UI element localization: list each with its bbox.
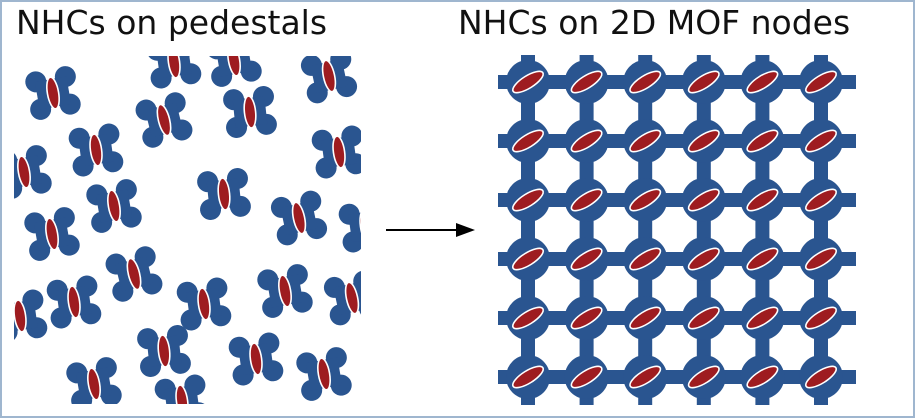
pedestal-icon: [135, 92, 193, 148]
pedestal-icon: [257, 264, 313, 318]
nhc-ellipse: [804, 247, 838, 271]
nhc-ellipse: [804, 365, 838, 389]
pedestal-icon: [14, 289, 48, 343]
nhc-ellipse: [45, 217, 59, 251]
nhc-ellipse: [87, 367, 101, 401]
nhc-ellipse: [804, 129, 838, 153]
mof-linker-vertical: [579, 55, 594, 405]
nhc-ellipse: [107, 189, 121, 223]
nhc-ellipse: [14, 299, 27, 333]
pedestal-icon: [105, 246, 163, 302]
nhc-ellipse: [67, 285, 81, 319]
pedestal-icon: [66, 357, 122, 404]
nhc-ellipse: [511, 129, 545, 153]
nhc-ellipse: [804, 188, 838, 212]
nhc-ellipse: [249, 342, 263, 376]
pedestal-icon: [300, 56, 358, 104]
nhc-ellipse: [511, 188, 545, 212]
nhc-ellipse: [629, 306, 662, 330]
nhc-ellipse: [746, 306, 779, 330]
nhc-ellipse: [227, 56, 241, 77]
nhc-ellipse: [746, 129, 779, 153]
nhc-ellipse: [511, 247, 545, 271]
pedestal-icon: [68, 123, 124, 177]
pedestal-icon: [311, 125, 361, 179]
nhc-ellipse: [17, 155, 31, 189]
mof-linker-vertical: [814, 55, 828, 405]
nhc-ellipse: [167, 56, 181, 79]
nhc-ellipse: [629, 70, 662, 94]
pedestal-panel: [14, 56, 361, 404]
pedestal-icon: [206, 56, 262, 87]
nhc-ellipse: [197, 287, 211, 321]
nhc-ellipse: [570, 306, 603, 330]
pedestal-icon: [338, 203, 361, 253]
nhc-ellipse: [243, 95, 257, 129]
nhc-ellipse: [629, 365, 662, 389]
nhc-ellipse: [156, 103, 172, 137]
pedestal-icon: [25, 66, 81, 120]
pedestal-icon: [270, 190, 328, 246]
nhc-ellipse: [629, 188, 662, 212]
pedestal-icon: [296, 347, 352, 401]
nhc-ellipse: [629, 129, 662, 153]
nhc-ellipse: [746, 188, 779, 212]
nhc-ellipse: [511, 70, 545, 94]
nhc-ellipse: [570, 188, 603, 212]
nhc-ellipse: [511, 306, 545, 330]
pedestal-icon: [228, 332, 284, 386]
mof-linker-vertical: [755, 55, 770, 405]
nhc-ellipse: [629, 247, 662, 271]
nhc-ellipse: [687, 129, 720, 153]
nhc-ellipse: [804, 70, 838, 94]
nhc-ellipse: [687, 70, 720, 94]
nhc-ellipse: [332, 135, 346, 169]
nhc-ellipse: [804, 306, 838, 330]
nhc-ellipse: [570, 247, 603, 271]
nhc-ellipse: [157, 334, 171, 368]
nhc-ellipse: [570, 129, 603, 153]
nhc-ellipse: [687, 306, 720, 330]
mof-linker-vertical: [696, 55, 711, 405]
nhc-ellipse: [175, 384, 189, 404]
pedestal-icon: [154, 374, 210, 404]
pedestal-icon: [137, 325, 191, 377]
pedestal-icon: [223, 86, 277, 138]
pedestal-icon: [86, 179, 142, 233]
nhc-ellipse: [746, 247, 779, 271]
pedestal-icon: [14, 145, 52, 199]
pedestal-icon: [24, 207, 80, 261]
nhc-ellipse: [687, 247, 720, 271]
nhc-ellipse: [687, 365, 720, 389]
arrow-head: [456, 223, 475, 237]
nhc-ellipse: [359, 209, 361, 243]
left-panel-title: NHCs on pedestals: [16, 3, 328, 42]
mof-linker-vertical: [521, 55, 535, 405]
pedestal-icon: [197, 168, 251, 220]
mof-linker-vertical: [638, 55, 653, 405]
nhc-ellipse: [746, 365, 779, 389]
nhc-ellipse: [217, 177, 231, 211]
nhc-ellipse: [570, 365, 603, 389]
pedestal-icon: [46, 275, 102, 329]
nhc-ellipse: [278, 274, 292, 308]
nhc-ellipse: [746, 70, 779, 94]
nhc-ellipse: [46, 76, 60, 110]
pedestal-icon: [176, 277, 232, 331]
nhc-ellipse: [89, 133, 103, 167]
mof-panel: [498, 55, 856, 405]
pedestal-icon: [323, 270, 361, 326]
nhc-ellipse: [317, 357, 331, 391]
nhc-ellipse: [126, 257, 142, 291]
nhc-ellipse: [570, 70, 603, 94]
arrow-icon: [386, 223, 475, 237]
pedestal-body: [348, 209, 361, 243]
pedestal-icon: [146, 56, 202, 89]
right-panel-title: NHCs on 2D MOF nodes: [458, 3, 851, 42]
nhc-ellipse: [511, 365, 545, 389]
nhc-ellipse: [687, 188, 720, 212]
